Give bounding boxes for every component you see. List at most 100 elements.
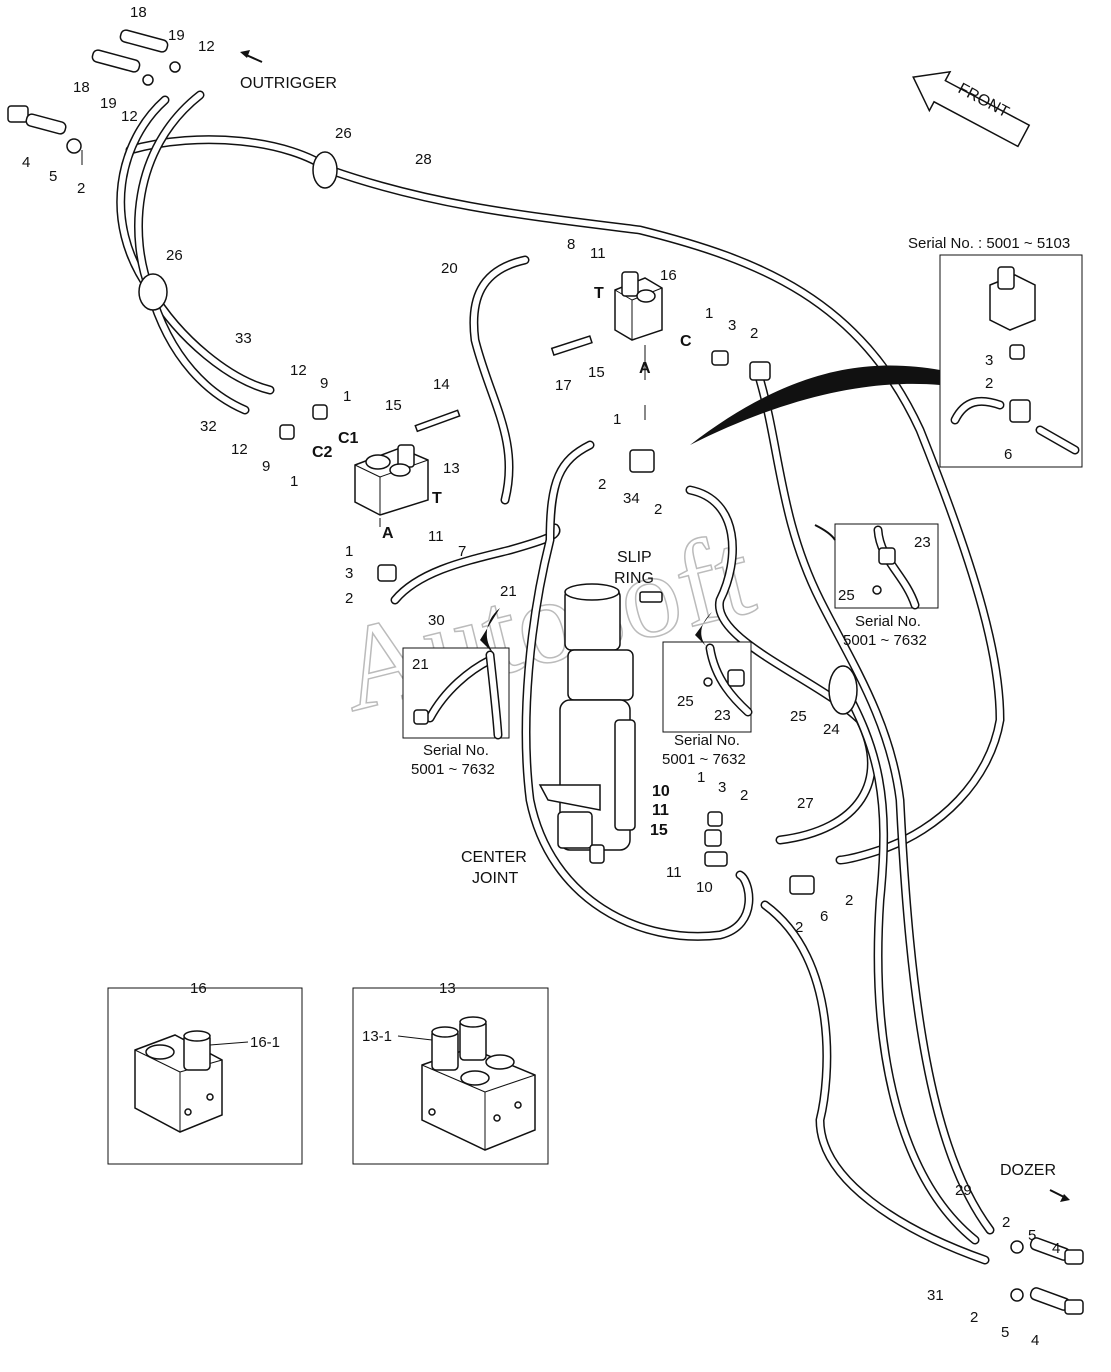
center-joint — [538, 583, 663, 864]
fitting-3-top — [711, 350, 729, 366]
serial-23-line2: 5001 ~ 7632 — [843, 632, 927, 649]
port-c1: C1 — [338, 430, 359, 447]
fitting-4b — [1029, 1237, 1084, 1265]
slip-ring-label-1: SLIP — [617, 549, 652, 566]
callout-1: 1 — [697, 769, 705, 786]
callout-2: 2 — [77, 180, 85, 197]
fitting-18b — [91, 49, 141, 73]
callout-11: 11 — [666, 864, 682, 881]
callout-15: 15 — [588, 364, 605, 381]
inset-serial-23 — [834, 523, 939, 610]
serial-mid-line1: Serial No. — [674, 732, 740, 749]
callout-7: 7 — [458, 543, 466, 560]
port-t-left: T — [432, 490, 442, 507]
callout-10: 10 — [652, 783, 670, 800]
callout-24: 24 — [823, 721, 840, 738]
callout-2: 2 — [1002, 1214, 1010, 1231]
hose-29 — [835, 675, 980, 1245]
fitting-4a — [7, 105, 67, 135]
callout-10: 10 — [696, 879, 713, 896]
callout-12: 12 — [231, 441, 248, 458]
port-c2: C2 — [312, 444, 333, 461]
serial-23-line1: Serial No. — [855, 613, 921, 630]
slip-ring-connector — [639, 591, 663, 603]
callout-1: 1 — [345, 543, 353, 560]
callout-3: 3 — [345, 565, 353, 582]
clamp-26-top — [312, 151, 338, 189]
callout-8: 8 — [567, 236, 575, 253]
hose-27 — [685, 485, 876, 845]
callout-20: 20 — [441, 260, 458, 277]
center-joint-label-2: JOINT — [472, 870, 518, 887]
callout-11: 11 — [428, 528, 444, 545]
serial-21-line1: Serial No. — [423, 742, 489, 759]
callout-25: 25 — [677, 693, 694, 710]
center-joint-label-1: CENTER — [461, 849, 527, 866]
leader-serial-23 — [814, 524, 836, 541]
clamp-24 — [828, 665, 858, 715]
callout-2: 2 — [345, 590, 353, 607]
callout-31: 31 — [927, 1287, 944, 1304]
callout-6: 6 — [1004, 446, 1012, 463]
callout-11: 11 — [652, 802, 669, 819]
callout-33: 33 — [235, 330, 252, 347]
callout-21: 21 — [500, 583, 517, 600]
callout-6: 6 — [820, 908, 828, 925]
callout-2: 2 — [654, 501, 662, 518]
oring-19a — [169, 61, 181, 73]
port-a-left: A — [382, 525, 394, 542]
callout-23: 23 — [914, 534, 931, 551]
bolt-14 — [414, 409, 461, 433]
callout-34: 34 — [623, 490, 640, 507]
callout-23: 23 — [714, 707, 731, 724]
inset-serial-top — [939, 254, 1083, 468]
fitting-3-mid — [707, 811, 723, 827]
callout-15: 15 — [385, 397, 402, 414]
callout-3: 3 — [728, 317, 736, 334]
callout-32: 32 — [200, 418, 217, 435]
callout-1: 1 — [613, 411, 621, 428]
callout-1: 1 — [343, 388, 351, 405]
callout-30: 30 — [428, 612, 445, 629]
callout-28: 28 — [415, 151, 432, 168]
slip-ring-label-2: RING — [614, 570, 654, 587]
callout-29: 29 — [955, 1182, 972, 1199]
leader-serial-top — [690, 365, 940, 445]
callout-2: 2 — [795, 919, 803, 936]
leader-lines — [81, 150, 646, 527]
callout-25: 25 — [790, 708, 807, 725]
fitting-5b — [1010, 1240, 1024, 1254]
callout-1: 1 — [290, 473, 298, 490]
tee-6 — [789, 875, 815, 895]
callout-17: 17 — [555, 377, 572, 394]
callout-2: 2 — [740, 787, 748, 804]
oring-19b — [142, 74, 154, 86]
callout-12: 12 — [121, 108, 138, 125]
valve-13 — [354, 444, 429, 516]
bolt-17 — [550, 335, 593, 356]
inset-serial-21 — [402, 647, 510, 740]
callout-15: 15 — [650, 822, 668, 839]
dozer-arrow — [1049, 1189, 1070, 1202]
outrigger-arrow — [240, 50, 263, 63]
fitting-4c — [1029, 1287, 1084, 1315]
dozer-label: DOZER — [1000, 1162, 1056, 1179]
detail-16-title: 16 — [190, 980, 207, 997]
callout-4: 4 — [22, 154, 30, 171]
front-arrow — [912, 70, 1031, 148]
callout-18: 18 — [73, 79, 90, 96]
callout-11: 11 — [590, 245, 606, 262]
callout-9: 9 — [262, 458, 270, 475]
hose-20 — [469, 255, 530, 505]
callout-4: 4 — [1052, 1240, 1060, 1257]
callout-27: 27 — [797, 795, 814, 812]
leader-serial-21 — [480, 608, 500, 655]
fitting-9a — [312, 404, 328, 420]
callout-16: 16 — [660, 267, 677, 284]
callout-18: 18 — [130, 4, 147, 21]
hose-21 — [521, 440, 754, 941]
callout-2: 2 — [598, 476, 606, 493]
callout-2: 2 — [845, 892, 853, 909]
callout-4: 4 — [1031, 1332, 1039, 1349]
callout-21: 21 — [412, 656, 429, 673]
